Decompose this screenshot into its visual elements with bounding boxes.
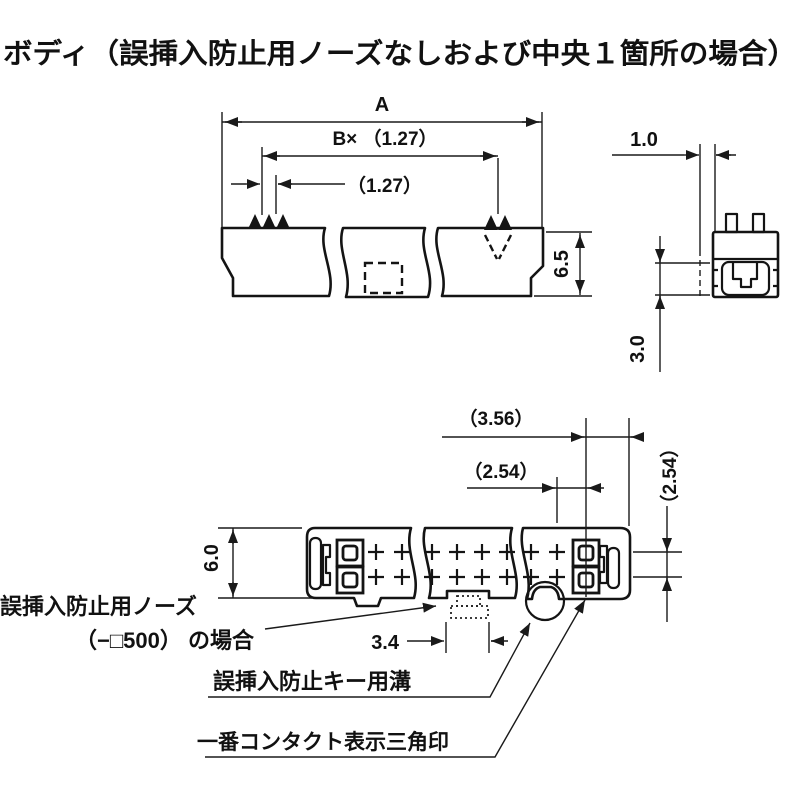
- dim-1-0-label: 1.0: [630, 129, 658, 151]
- side-inner-cavity: [720, 260, 771, 297]
- bottom-view: 6.0 （3.56） （2.54） （2.54） 3.4: [201, 407, 682, 654]
- first-contact-callout: 一番コンタクト表示三角印: [197, 730, 449, 754]
- first-contact-leader-arrow: [205, 599, 586, 758]
- nose-callout-line2: （−□500） の場合: [75, 628, 255, 653]
- dim-B-pitch-total: B× （1.27）: [261, 127, 499, 215]
- side-pin-right: [751, 212, 766, 234]
- left-latch-slot: [308, 536, 323, 591]
- contact-square-inner: [341, 544, 359, 562]
- dim-height-6-5: 6.5: [534, 231, 592, 297]
- key-notch-highlight-circle: [524, 580, 566, 622]
- contact-position-marks: [368, 544, 565, 585]
- side-pin-left: [724, 212, 739, 234]
- dim-6-5-label: 6.5: [551, 250, 573, 278]
- dim-3-4-label: 3.4: [371, 632, 400, 654]
- dim-3-0-label: 3.0: [627, 335, 649, 363]
- dim-2-54v-label: （2.54）: [658, 439, 681, 514]
- dim-A-lines: [221, 112, 543, 227]
- dim-pitch-lines: [231, 175, 345, 214]
- nose-leader-arrow: [264, 602, 437, 630]
- dim-3-56-label: （3.56）: [459, 407, 534, 430]
- key-groove-callout: 誤挿入防止キー用溝: [213, 669, 411, 694]
- left-latch-arm: [321, 543, 332, 587]
- dim-offset-1-0: 1.0: [612, 129, 736, 298]
- phantom-nose-tab: [456, 595, 481, 607]
- dim-3-56-lines: [442, 418, 644, 597]
- contact-square-inner: [341, 571, 359, 589]
- front-view: A B× （1.27） （1.27） 6.5: [220, 94, 592, 299]
- bottom-body-middle-segment: [422, 526, 518, 600]
- side-body: [711, 230, 780, 299]
- dim-A: A: [221, 94, 543, 227]
- hidden-key-groove-rect: [363, 261, 404, 295]
- dim-A-label: A: [375, 94, 389, 116]
- dim-end-3-56: （3.56）: [442, 407, 644, 597]
- phantom-nose-base: [450, 605, 489, 619]
- drawing-title: ボディ（誤挿入防止用ノーズなしおよび中央１箇所の場合）: [3, 37, 797, 69]
- front-body-left-segment: [220, 226, 332, 298]
- side-edge-ticks: [713, 268, 778, 288]
- side-latch: [731, 262, 759, 289]
- dim-3-0-lines: [655, 236, 710, 372]
- dim-pitch: （1.27）: [231, 174, 422, 214]
- dim-6-0-label: 6.0: [201, 544, 223, 572]
- dim-pitch-2-54-h: （2.54）: [464, 460, 604, 523]
- hidden-v-notch: [483, 234, 513, 260]
- front-body-right-segment: [435, 226, 545, 298]
- left-teeth-icon: [248, 214, 290, 229]
- dim-B-label: B× （1.27）: [332, 127, 437, 150]
- dim-3-4-lines: [407, 622, 508, 653]
- dim-pitch-label: （1.27）: [347, 174, 422, 197]
- dim-B-lines: [261, 147, 499, 215]
- dim-6-0-lines: [218, 527, 312, 599]
- nose-callout-line1: 誤挿入防止用ノーズ: [0, 594, 197, 619]
- dim-width-6-0: 6.0: [201, 527, 312, 599]
- dim-2-54h-label: （2.54）: [464, 460, 539, 483]
- dim-groove-3-4: 3.4: [371, 622, 508, 654]
- dim-2-54v-lines: [633, 506, 682, 622]
- dim-2-54h-lines: [467, 477, 604, 523]
- phantom-nose: [450, 595, 489, 619]
- dim-lower-3-0: 3.0: [627, 236, 710, 372]
- dim-row-pitch-2-54-v: （2.54）: [633, 439, 682, 622]
- side-view: 1.0 3.0: [612, 129, 780, 372]
- callouts: 誤挿入防止用ノーズ （−□500） の場合 誤挿入防止キー用溝 一番コンタクト表…: [0, 594, 586, 758]
- right-teeth-icon: [484, 215, 512, 230]
- key-groove-leader-arrow: [208, 622, 531, 698]
